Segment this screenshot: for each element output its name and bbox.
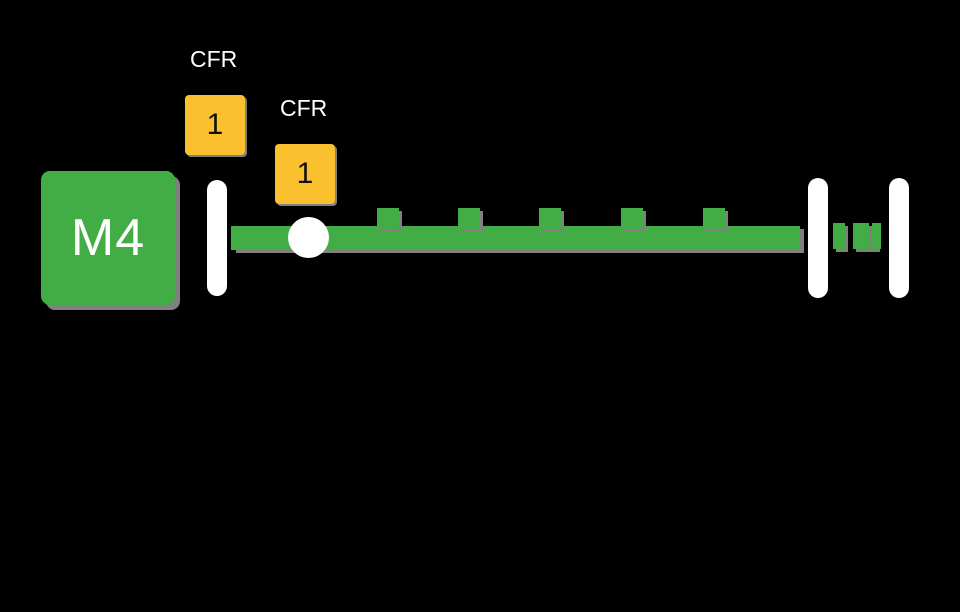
feature-tab-4[interactable] [621,208,643,230]
cfr-badge-1[interactable]: 1 [185,95,245,155]
cfr-caption-1: CFR [190,46,238,72]
feature-tab-5[interactable] [703,208,725,230]
track-label-m4[interactable]: M4 [41,171,175,305]
tail-segment-2[interactable] [853,223,869,249]
cfr-badge-2[interactable]: 1 [275,144,335,204]
right-boundary-marker[interactable] [808,178,828,298]
tail-segment-3[interactable] [872,223,881,249]
left-boundary-marker[interactable] [207,180,227,296]
feature-tab-1[interactable] [377,208,399,230]
variant-node[interactable] [288,217,329,258]
feature-tab-3[interactable] [539,208,561,230]
far-right-boundary-marker[interactable] [889,178,909,298]
feature-bar-main[interactable] [334,226,800,250]
tail-segment-1[interactable] [833,223,845,249]
cfr-caption-2: CFR [280,95,328,121]
feature-tab-2[interactable] [458,208,480,230]
